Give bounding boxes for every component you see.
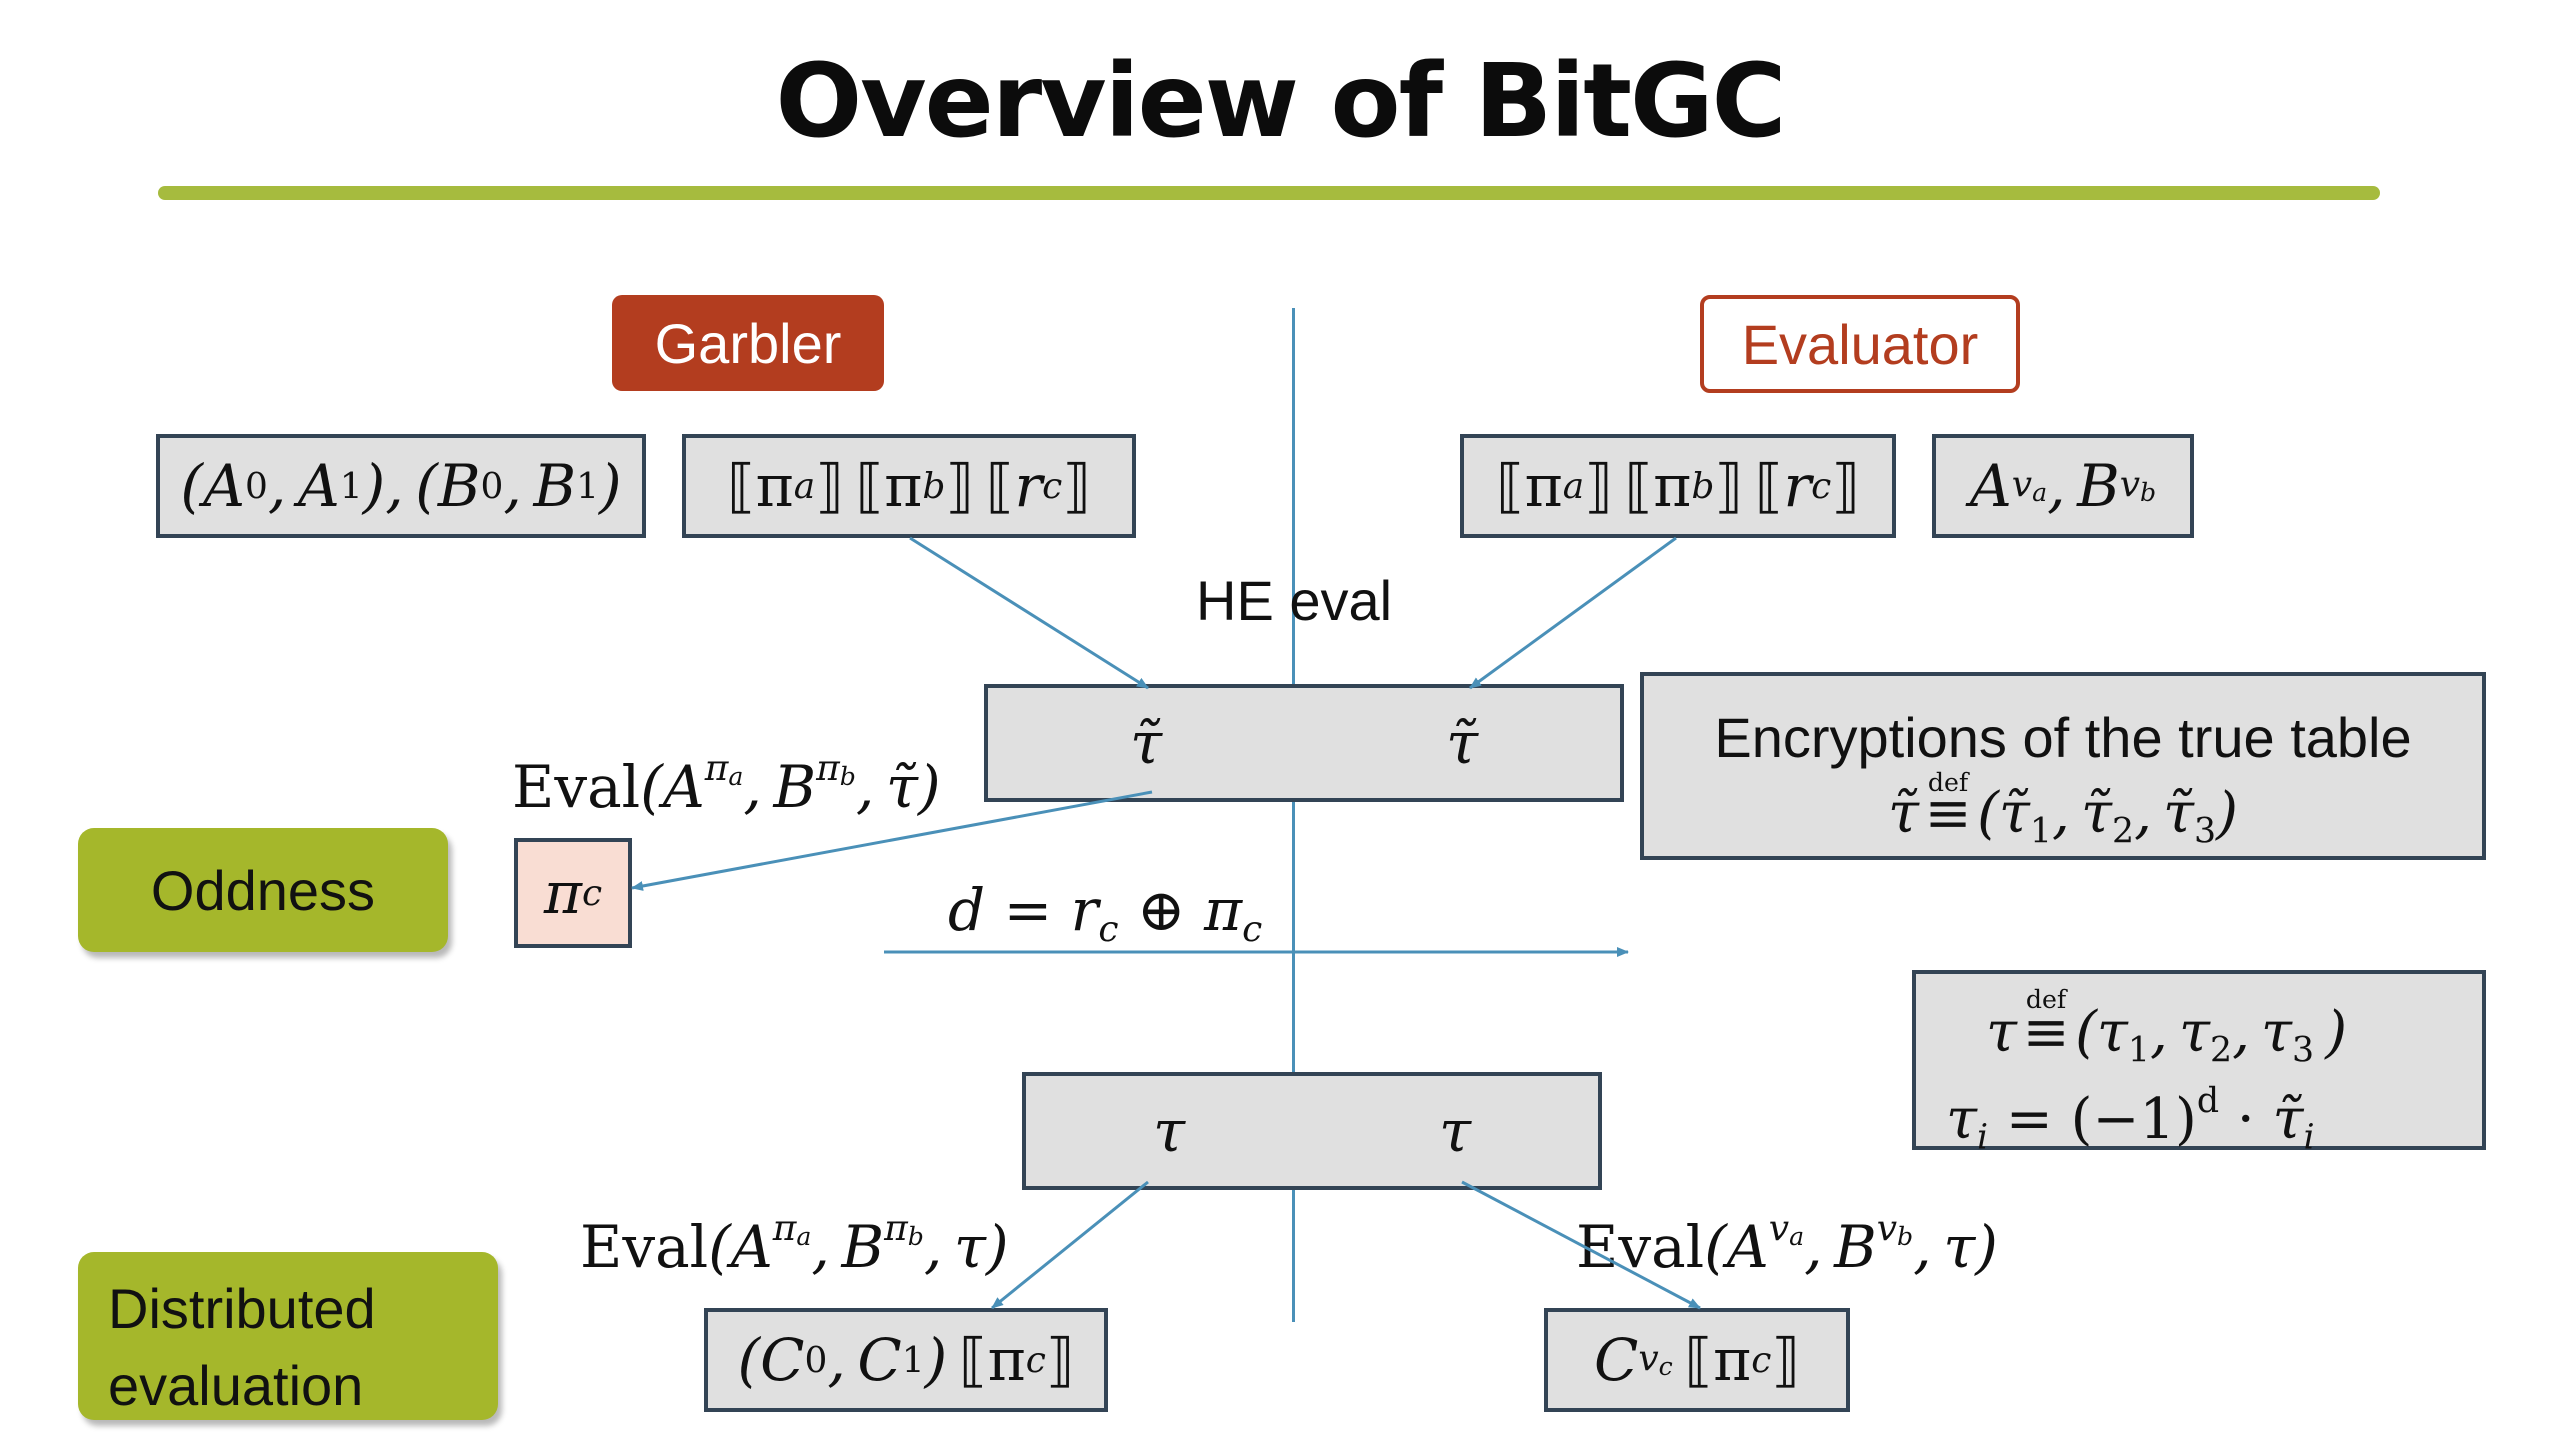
d-formula: d = rc ⊕ πc xyxy=(948,876,1263,950)
distributed-label-line1: Distributed xyxy=(108,1277,376,1340)
party-divider-line xyxy=(1292,308,1295,1322)
distributed-evaluation-label: Distributed evaluation xyxy=(78,1252,498,1420)
garbler-label: Garbler xyxy=(612,295,884,391)
arrow-tau-to-garbler-output xyxy=(991,1180,1149,1310)
true-table-box: τ τ xyxy=(1022,1072,1602,1190)
tau-i-formula-line: τi = (−1)d · τ̃i xyxy=(1946,1080,2315,1158)
tau-definition-line: τ def≡ (τ1, τ2, τ3 ) xyxy=(1986,985,2348,1071)
evaluator-tilde-tau: τ̃ xyxy=(1445,709,1479,777)
arrow-evaluator-shares-to-table xyxy=(1469,536,1677,690)
evaluator-tau: τ xyxy=(1438,1097,1472,1165)
garbler-tau: τ xyxy=(1152,1097,1186,1165)
encryptions-note-formula: τ̃ def≡ (τ̃1, τ̃2, τ̃3) xyxy=(1888,768,2238,851)
arrow-garbler-shares-to-table xyxy=(909,536,1149,690)
garbler-eval-formula: Eval(Aπa, Bπb, τ) xyxy=(580,1208,1009,1281)
evaluator-eval-formula: Eval(Ava, Bvb, τ) xyxy=(1576,1208,1998,1281)
he-eval-label: HE eval xyxy=(1196,569,1393,632)
tau-definition-note: τ def≡ (τ1, τ2, τ3 ) τi = (−1)d · τ̃i xyxy=(1912,970,2486,1157)
oddness-eval-formula: Eval(Aπa, Bπb, τ̃) xyxy=(512,748,941,821)
evaluator-label: Evaluator xyxy=(1700,295,2020,393)
encrypted-table-box: τ̃ τ̃ xyxy=(984,684,1624,802)
oddness-label: Oddness xyxy=(78,828,448,952)
distributed-label-line2: evaluation xyxy=(108,1354,364,1418)
garbler-tilde-tau: τ̃ xyxy=(1129,709,1163,777)
arrow-table-to-pi-c xyxy=(631,790,1153,891)
arrow-tau-to-evaluator-output xyxy=(1461,1180,1701,1310)
encryptions-note-text: Encryptions of the true table xyxy=(1714,706,2412,769)
encryptions-note: Encryptions of the true table τ̃ def≡ (τ… xyxy=(1640,672,2486,860)
slide-title: Overview of BitGC xyxy=(775,42,1786,161)
title-underline xyxy=(158,186,2380,200)
